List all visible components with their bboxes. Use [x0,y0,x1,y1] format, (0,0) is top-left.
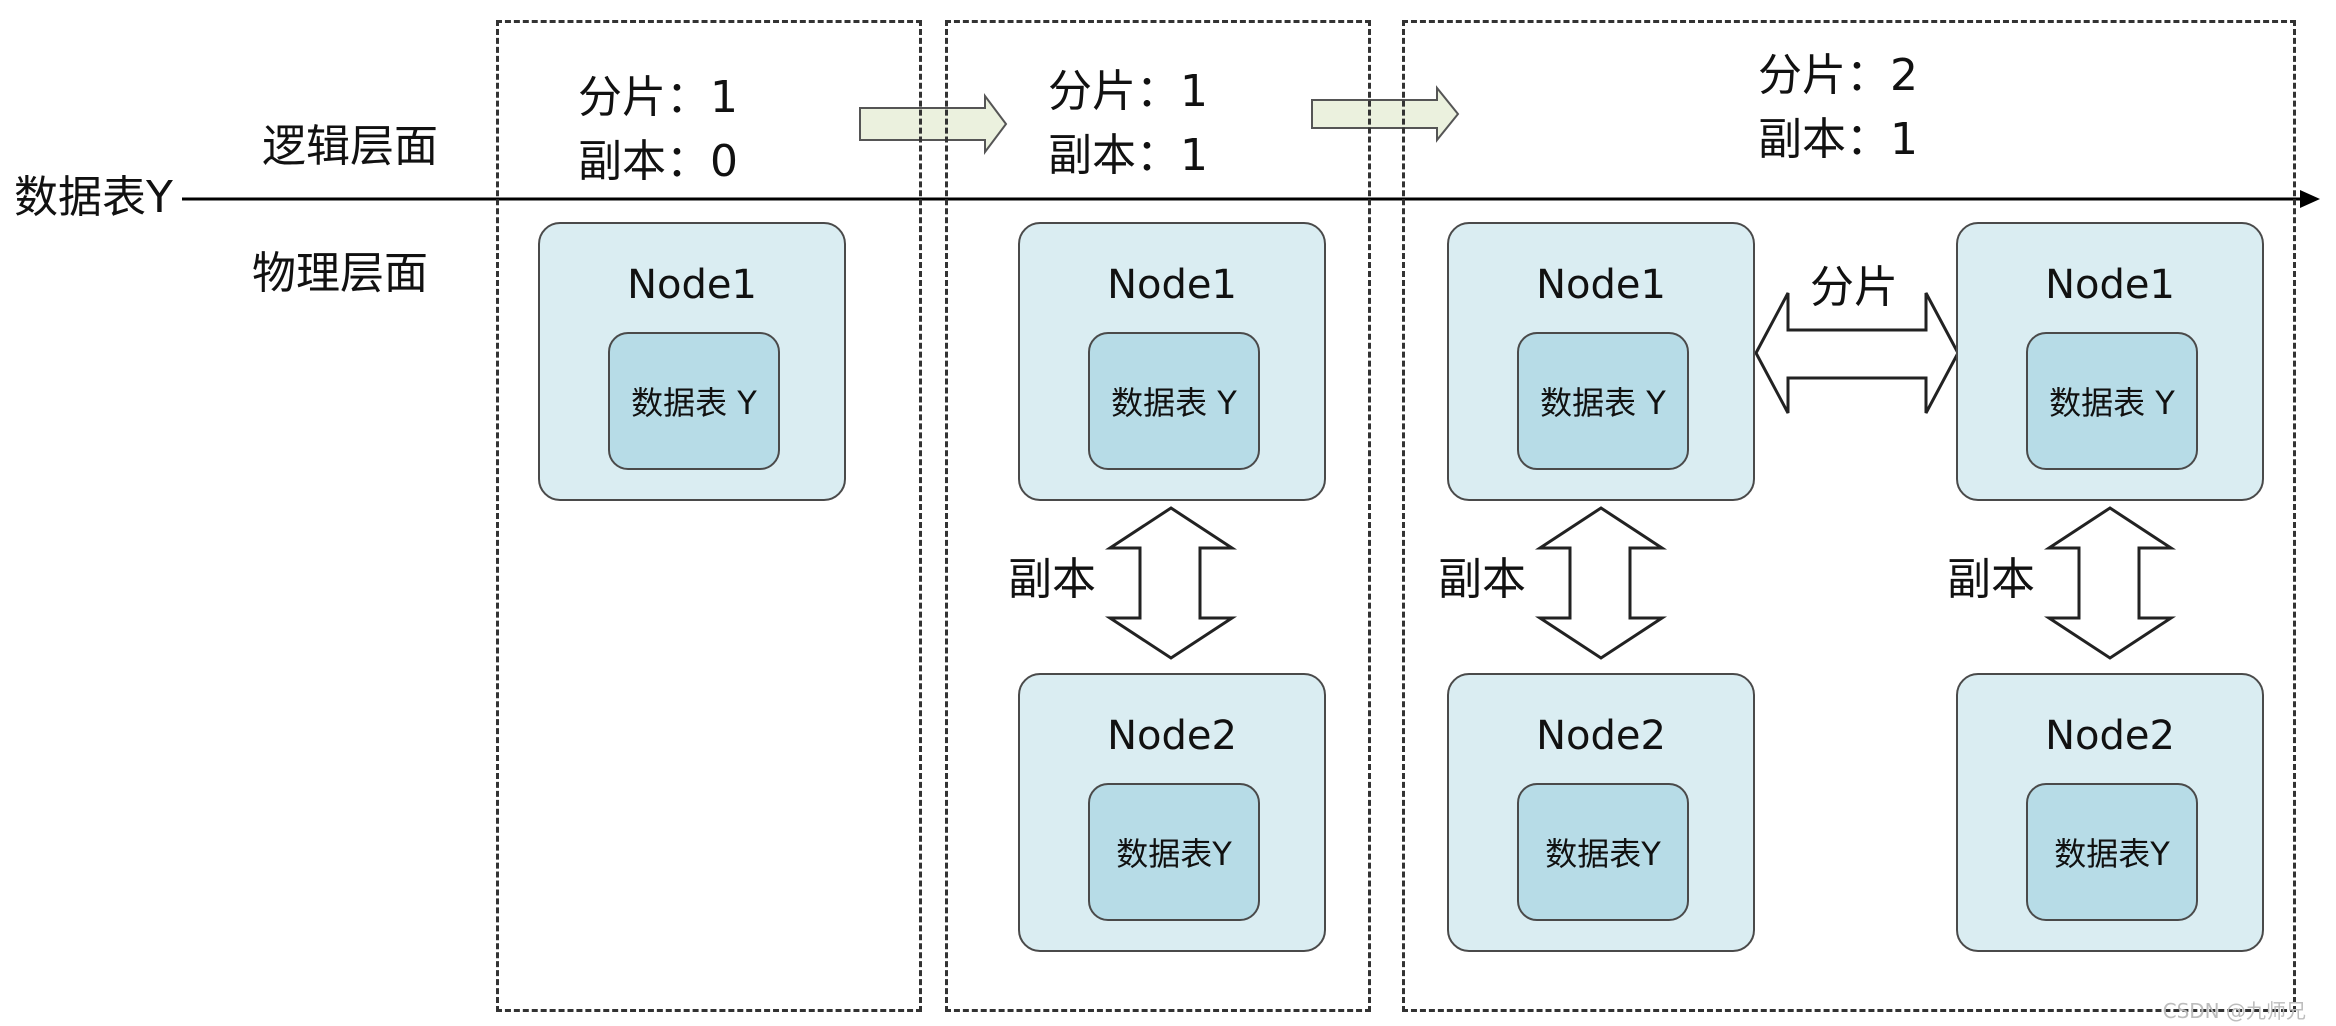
stage-3-config: 分片：2 副本：1 [1758,44,1918,172]
node-name: Node2 [1536,713,1666,759]
replica-double-arrow-stage3-left [1534,506,1668,660]
stage-3-replica-label-right: 副本 [1947,554,2035,605]
replica-double-arrow-stage3-right [2043,506,2177,660]
data-table: 数据表 Y [2026,332,2198,470]
stage-2-node2: Node2 数据表Y [1018,673,1326,952]
stage-1-config: 分片：1 副本：0 [578,66,738,194]
stage-1-shard-count: 分片：1 [578,72,738,123]
stage-panel-3 [1402,20,2296,1012]
stage-3-shard1-node2: Node2 数据表Y [1447,673,1755,952]
logical-layer-label: 逻辑层面 [262,121,438,172]
stage-3-shard-label: 分片 [1810,262,1898,313]
node-name: Node2 [1107,713,1237,759]
transition-arrow-1 [859,93,1008,155]
watermark: CSDN @九师兄 [2162,999,2306,1023]
stage-3-replica-label-left: 副本 [1438,554,1526,605]
node-name: Node1 [627,262,757,308]
node-name: Node1 [1107,262,1237,308]
stage-3-shard2-node1: Node1 数据表 Y [1956,222,2264,501]
stage-1-replica-count: 副本：0 [578,135,738,187]
stage-panel-1 [496,20,922,1012]
data-table: 数据表Y [1088,783,1260,921]
stage-1-node1: Node1 数据表 Y [538,222,846,501]
stage-2-config: 分片：1 副本：1 [1048,60,1208,188]
stage-panel-2 [945,20,1371,1012]
stage-2-replica-count: 副本：1 [1048,129,1208,181]
stage-3-shard-count: 分片：2 [1758,50,1918,101]
stage-3-shard1-node1: Node1 数据表 Y [1447,222,1755,501]
physical-layer-label: 物理层面 [252,248,428,299]
stage-3-replica-count: 副本：1 [1758,113,1918,165]
node-name: Node1 [2045,262,2175,308]
stage-2-replica-label: 副本 [1008,554,1096,605]
data-table: 数据表Y [1517,783,1689,921]
data-table: 数据表 Y [1517,332,1689,470]
node-name: Node1 [1536,262,1666,308]
data-table: 数据表Y [2026,783,2198,921]
stage-2-shard-count: 分片：1 [1048,66,1208,117]
data-table: 数据表 Y [1088,332,1260,470]
node-name: Node2 [2045,713,2175,759]
transition-arrow-2 [1311,85,1460,143]
axis-arrowhead [2300,190,2320,208]
table-axis-label: 数据表Y [14,172,173,223]
stage-2-node1: Node1 数据表 Y [1018,222,1326,501]
replica-double-arrow-stage2 [1104,506,1238,660]
stage-3-shard2-node2: Node2 数据表Y [1956,673,2264,952]
data-table: 数据表 Y [608,332,780,470]
